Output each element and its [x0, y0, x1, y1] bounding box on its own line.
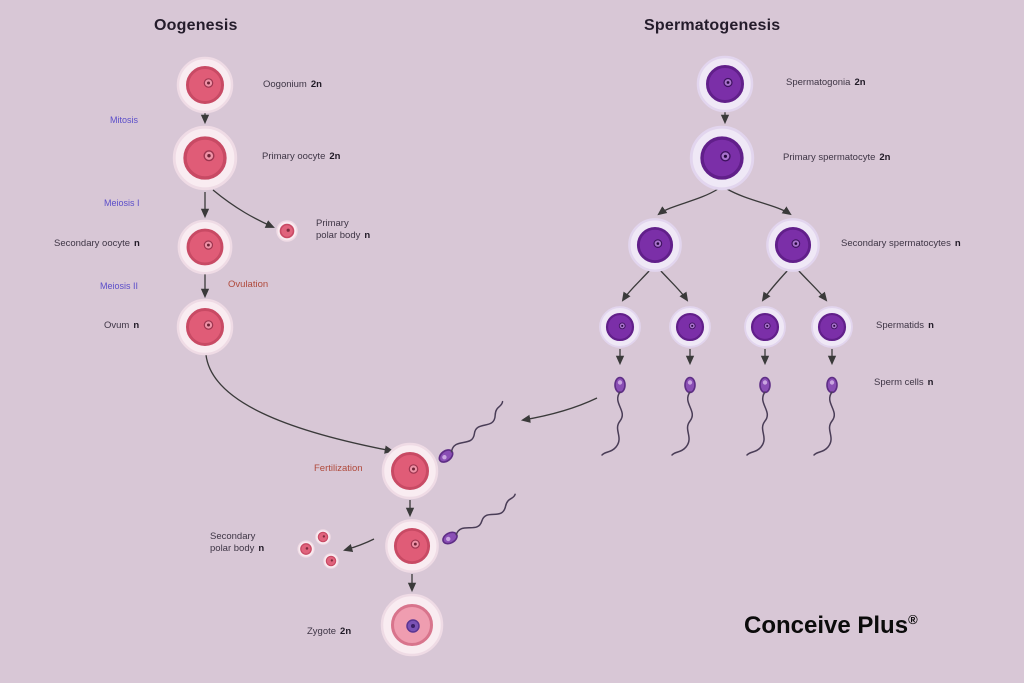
zygote-text: Zygote [307, 626, 337, 637]
spermatid-cell-2 [668, 305, 712, 349]
secondary-oocyte-text: Secondary oocyte [54, 238, 131, 249]
fertilizing-sperm-1 [434, 400, 512, 466]
secondary-spermatocyte-cell-1 [627, 217, 683, 273]
arrow-to-secondary-polar-bodies [343, 538, 375, 552]
sperm-cell-1 [601, 376, 626, 456]
primary-spermatocyte-cell [689, 125, 755, 191]
primary-spermatocyte-text: Primary spermatocyte [783, 152, 876, 163]
registered-trademark-mark: ® [908, 612, 918, 627]
brand-text: Conceive Plus [744, 612, 909, 639]
arrow-primary-to-secondary-left [657, 188, 719, 216]
secondary-oocyte-cell [177, 219, 233, 275]
arrow-secondary-to-spermatid-2 [659, 269, 689, 302]
secondary-polar-body-line2: polar body [210, 543, 255, 554]
primary-polar-body-line1: Primary [316, 218, 349, 229]
arrow-ovum-to-fertilization [205, 354, 395, 454]
spermatid-cell-4 [810, 305, 854, 349]
secondary-polar-body-cell-3 [323, 553, 339, 569]
arrow-sperm-to-egg [520, 397, 598, 423]
sperm-cell-4 [813, 376, 838, 456]
arrow-secondary-to-spermatid-4 [797, 269, 828, 302]
meiosis-i-label: Meiosis I [104, 198, 140, 208]
primary-oocyte-text: Primary oocyte [262, 151, 326, 162]
fertilization-cell-1 [381, 442, 439, 500]
flow-arrows [200, 112, 837, 593]
spermatogenesis-title: Spermatogenesis [644, 17, 781, 34]
spermatids-text: Spermatids [876, 320, 925, 331]
ovum-ploidy: n [133, 320, 140, 331]
oogonium-ploidy: 2n [310, 79, 322, 90]
primary-oocyte-ploidy: 2n [329, 151, 341, 162]
sperm-cell-3 [746, 376, 771, 456]
ovum-cell [176, 298, 234, 356]
sperm-cells-ploidy: n [927, 377, 934, 388]
oogonium-cell [176, 56, 234, 114]
ovum-text: Ovum [104, 320, 130, 331]
primary-polar-body-line2: polar body [316, 230, 361, 241]
oogonium-text: Oogonium [263, 79, 307, 90]
secondary-spermatocytes-text: Secondary spermatocytes [841, 238, 951, 249]
fertilization-label: Fertilization [314, 463, 363, 474]
secondary-polar-body-ploidy: n [258, 543, 265, 554]
mitosis-label: Mitosis [110, 115, 139, 125]
zygote-ploidy: 2n [340, 626, 352, 637]
sperm-cell-2 [671, 376, 696, 456]
brand-logo: Conceive Plus® [744, 612, 918, 640]
secondary-spermatocytes-ploidy: n [954, 238, 961, 249]
spermatid-cell-3 [743, 305, 787, 349]
fertilization-cell-2 [384, 518, 440, 574]
spermatogonia-ploidy: 2n [854, 77, 866, 88]
sperm-cells-text: Sperm cells [874, 377, 924, 388]
zygote-cell [380, 593, 444, 657]
primary-spermatocyte-ploidy: 2n [879, 152, 891, 163]
spermatids-ploidy: n [928, 320, 934, 331]
secondary-spermatocyte-cell-2 [765, 217, 821, 273]
spermatid-cell-1 [598, 305, 642, 349]
primary-polar-body-cell [276, 220, 298, 242]
primary-oocyte-cell [172, 125, 238, 191]
arrow-secondary-to-spermatid-3 [761, 269, 789, 302]
oogenesis-title: Oogenesis [154, 17, 238, 34]
secondary-polar-body-line1: Secondary [210, 531, 256, 542]
fertilizing-sperm-2 [438, 493, 523, 547]
arrow-to-primary-polar-body [212, 189, 275, 228]
secondary-oocyte-ploidy: n [134, 238, 140, 249]
primary-polar-body-ploidy: n [364, 230, 371, 241]
arrow-secondary-to-spermatid-1 [621, 269, 651, 302]
arrow-primary-to-secondary-right [726, 188, 792, 216]
meiosis-ii-label: Meiosis II [100, 281, 139, 291]
spermatogonia-text: Spermatogonia [786, 77, 851, 88]
secondary-polar-body-cell-1 [297, 540, 315, 558]
secondary-polar-body-cell-2 [315, 529, 331, 545]
spermatogonia-cell [696, 55, 754, 113]
ovulation-label: Ovulation [228, 279, 269, 290]
